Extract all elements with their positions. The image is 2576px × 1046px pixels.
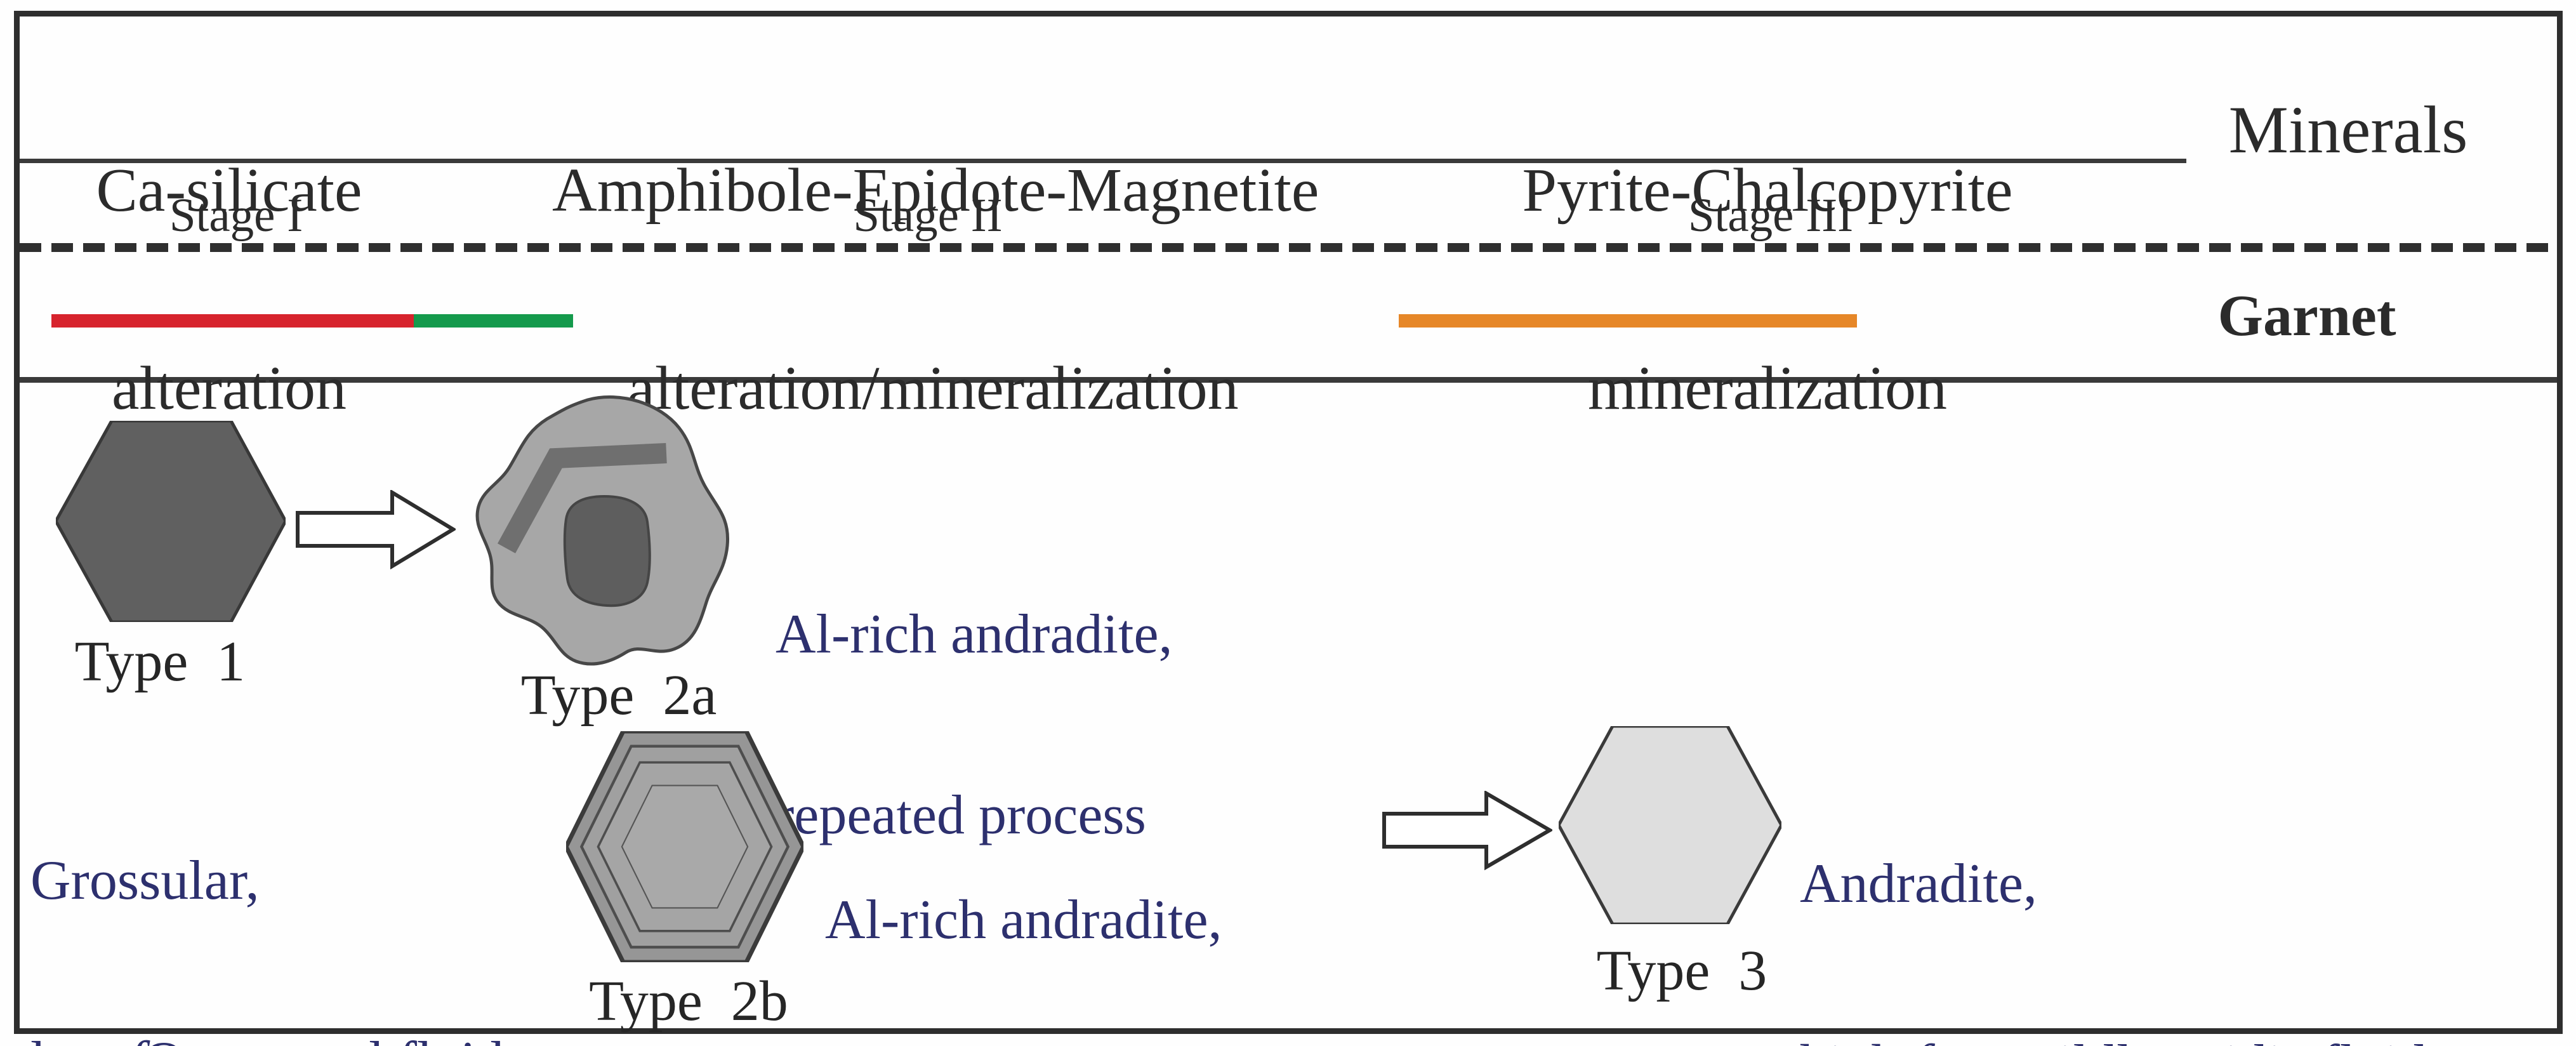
minerals-column-title: Minerals	[2228, 93, 2468, 167]
arrow-right-icon	[1382, 791, 1552, 870]
type2a-grain-icon	[475, 395, 730, 666]
garnet-bar-stage1-late	[414, 314, 573, 328]
figure-border	[14, 11, 2563, 1034]
arrow-shape	[296, 490, 456, 569]
type1-label: Type 1	[74, 630, 246, 693]
type2a-annotation: Al-rich andradite, repeated process	[776, 484, 1173, 966]
header-separator-line	[20, 159, 2186, 163]
type2b-annotation: Al-rich andradite, medium fO2, neutral f…	[825, 769, 1397, 1046]
stage-3-label: Stage III	[1688, 189, 1854, 242]
arrow-right-icon	[296, 490, 456, 569]
garnet-bar-stage3	[1399, 314, 1857, 328]
annotation-line: Al-rich andradite,	[825, 889, 1222, 951]
garnet-row-separator-line	[20, 377, 2557, 383]
header-line: Ca-silicate	[96, 156, 362, 225]
type1-annotation: Grossular, low fO2, neutral fluid nearly…	[30, 730, 565, 1046]
type1-hexagon	[56, 421, 286, 622]
column-header-ca-silicate: Ca-silicate alteration	[39, 25, 419, 553]
header-line: Pyrite-Chalcopyrite	[1522, 156, 2013, 225]
annotation-line: Andradite,	[1800, 853, 2037, 915]
annotation-line: high fO2, mildly acidic fluid	[1800, 1035, 2427, 1046]
garnet-bar-stage1-early	[51, 314, 414, 328]
type1-crystal-icon	[56, 421, 286, 622]
type2b-label: Type 2b	[589, 970, 788, 1033]
type3-annotation: Andradite, high fO2, mildly acidic fluid…	[1800, 733, 2427, 1046]
column-header-amphibole: Amphibole-Epidote-Magnetite alteration/m…	[552, 25, 1319, 553]
type2b-crystal-icon	[566, 731, 803, 962]
header-line: alteration	[111, 354, 347, 423]
header-line: mineralization	[1588, 354, 1947, 423]
stage-1-label: Stage I	[169, 189, 303, 242]
annotation-line: Al-rich andradite,	[776, 604, 1173, 665]
type2b-zone-core	[621, 784, 749, 909]
garnet-row-label: Garnet	[2217, 283, 2396, 348]
header-line: alteration/mineralization	[627, 354, 1239, 423]
column-header-pyrite: Pyrite-Chalcopyrite mineralization	[1482, 25, 2053, 553]
type3-hexagon	[1559, 726, 1781, 924]
annotation-line: Grossular,	[30, 850, 260, 911]
type2a-core-inclusion	[563, 494, 651, 607]
header-line: Amphibole-Epidote-Magnetite	[552, 156, 1319, 225]
stage-dashed-line	[20, 243, 2557, 252]
annotation-line: repeated process	[776, 784, 1146, 846]
type2a-zoned-band	[497, 443, 667, 553]
type3-label: Type 3	[1596, 939, 1767, 1002]
type3-crystal-icon	[1559, 726, 1781, 924]
stage-2-label: Stage II	[853, 189, 1003, 242]
annotation-line: low fO2, neutral fluid	[30, 1031, 565, 1046]
type2a-label: Type 2a	[520, 664, 717, 727]
arrow-shape	[1382, 791, 1552, 870]
